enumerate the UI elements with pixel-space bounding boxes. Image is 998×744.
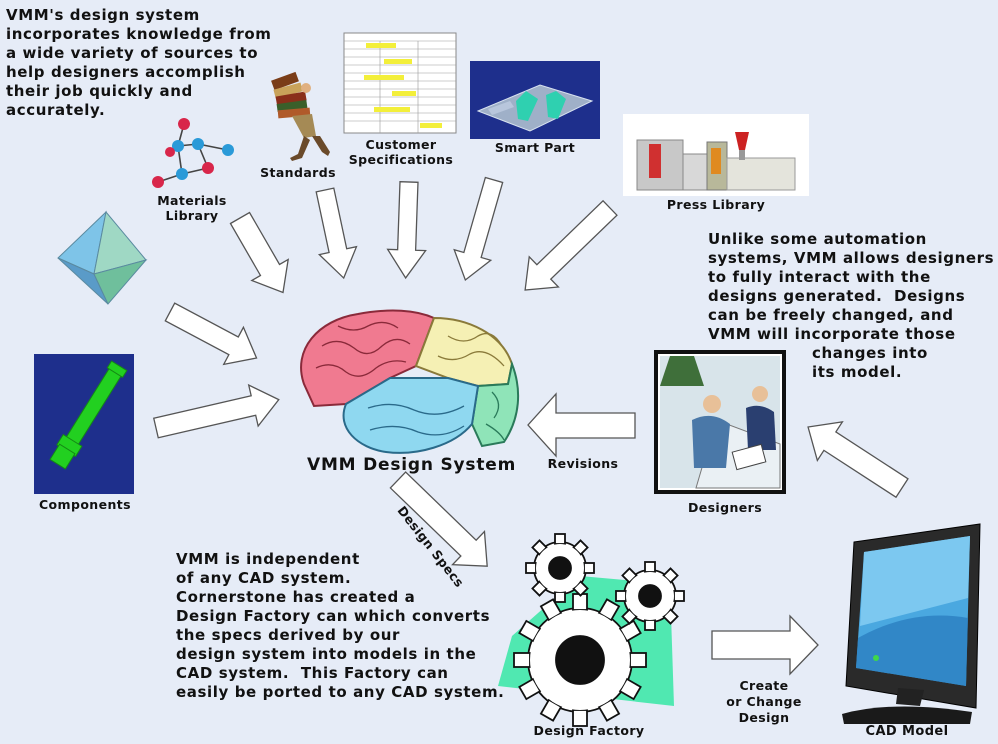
arrow-design-specs — [389, 471, 488, 567]
press-library-label: Press Library — [666, 197, 766, 212]
arrow-factory-to-cad — [711, 614, 819, 676]
smart-part-image — [470, 61, 600, 139]
materials-library-label: Materials Library — [157, 193, 227, 223]
arrow-materials-to-center — [229, 211, 290, 294]
brain-parietal-lobe — [414, 316, 514, 388]
designers-label: Designers — [687, 500, 763, 515]
designers-image — [654, 350, 786, 494]
octahedron-image — [57, 210, 148, 305]
arrow-press-library-to-center — [524, 199, 618, 291]
components-label: Components — [38, 497, 131, 512]
create-change-label: Create or Change Design — [726, 678, 802, 725]
interaction-text-tail: changes into its model. — [812, 344, 928, 381]
arrow-components-to-center — [152, 383, 280, 439]
intro-text: VMM's design system incorporates knowled… — [6, 6, 272, 119]
center-title: VMM Design System — [307, 455, 517, 475]
components-image — [34, 354, 134, 494]
customer-specs-label: Customer Specifications — [348, 137, 454, 167]
materials-molecule-image — [152, 118, 234, 188]
design-factory-gears-image — [498, 533, 685, 727]
interaction-text: Unlike some automation systems, VMM allo… — [708, 230, 995, 343]
customer-specs-form-image — [343, 32, 457, 134]
arrow-standards-to-center — [315, 187, 358, 280]
revisions-label: Revisions — [547, 456, 619, 471]
smart-part-label: Smart Part — [494, 140, 576, 155]
standards-person-image — [271, 71, 330, 161]
arrow-cad-to-designers — [807, 421, 909, 499]
arrow-smart-part-to-center — [453, 176, 504, 282]
brain-image — [300, 309, 520, 454]
arrow-customer-specs-to-center — [386, 181, 427, 280]
standards-label: Standards — [260, 165, 336, 180]
design-factory-label: Design Factory — [533, 723, 645, 738]
cad-model-label: CAD Model — [865, 724, 949, 739]
cad-monitor-image — [842, 523, 981, 724]
arrow-revisions — [527, 392, 636, 458]
cad-independence-text: VMM is independent of any CAD system. Co… — [176, 550, 505, 701]
arrow-octahedron-to-center — [164, 302, 258, 366]
press-library-image — [623, 114, 809, 196]
